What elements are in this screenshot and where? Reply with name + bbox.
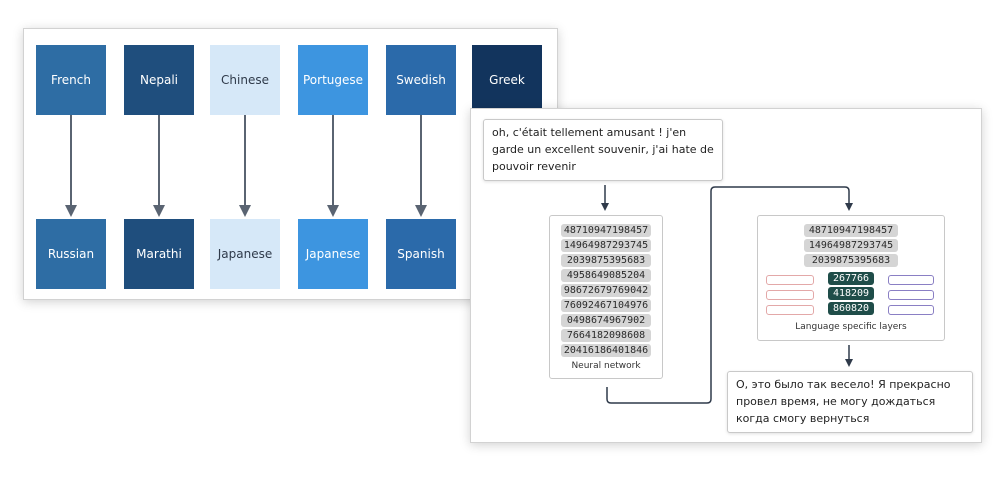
- layer-slot: [766, 290, 814, 300]
- layers-arrowhead-icon: [845, 203, 853, 211]
- target-language-box: Spanish: [386, 219, 456, 289]
- token-pill: 48710947198457: [804, 224, 898, 237]
- layer-slot: [766, 305, 814, 315]
- input-text: oh, c'était tellement amusant ! j'en gar…: [492, 126, 714, 173]
- layer-slot: [766, 275, 814, 285]
- down-arrow-icon: [327, 115, 339, 217]
- token-pill: 98672679769042: [561, 284, 651, 297]
- highlighted-token: 267766: [828, 272, 874, 285]
- layer-slot: [888, 275, 934, 285]
- input-to-network-arrow: [601, 185, 609, 211]
- token-pill: 14964987293745: [561, 239, 651, 252]
- token-pill: 2039875395683: [561, 254, 651, 267]
- highlighted-token: 860820: [828, 302, 874, 315]
- language-layers-caption: Language specific layers: [795, 322, 907, 332]
- translation-pipeline-panel: oh, c'était tellement amusant ! j'en gar…: [470, 108, 982, 443]
- language-pairs-panel: French Russian Nepali Marathi Chinese Ja…: [23, 28, 558, 300]
- source-language-box: Chinese: [210, 45, 280, 115]
- down-arrow-icon: [239, 115, 251, 217]
- output-text-box: О, это было так весело! Я прекрасно пров…: [727, 371, 973, 433]
- output-text: О, это было так весело! Я прекрасно пров…: [736, 378, 951, 425]
- token-pill: 4958649085204: [561, 269, 651, 282]
- language-layers-box: 48710947198457 14964987293745 2039875395…: [757, 215, 945, 341]
- token-pill: 20416186401846: [561, 344, 651, 357]
- layers-to-output-arrow: [845, 345, 853, 367]
- target-language-box: Marathi: [124, 219, 194, 289]
- target-language-box: Japanese: [210, 219, 280, 289]
- down-arrow-icon: [65, 115, 77, 217]
- source-language-box: Greek: [472, 45, 542, 115]
- source-language-box: Nepali: [124, 45, 194, 115]
- target-language-box: Japanese: [298, 219, 368, 289]
- layer-slot: [888, 290, 934, 300]
- source-language-box: Swedish: [386, 45, 456, 115]
- neural-network-box: 48710947198457 14964987293745 2039875395…: [549, 215, 663, 379]
- down-arrow-icon: [415, 115, 427, 217]
- down-arrow-icon: [153, 115, 165, 217]
- source-language-box: Portugese: [298, 45, 368, 115]
- highlighted-token: 418209: [828, 287, 874, 300]
- token-pill: 48710947198457: [561, 224, 651, 237]
- token-pill: 0498674967902: [561, 314, 651, 327]
- layer-slot: [888, 305, 934, 315]
- token-pill: 7664182098608: [561, 329, 651, 342]
- token-pill: 76092467104976: [561, 299, 651, 312]
- token-pill: 14964987293745: [804, 239, 898, 252]
- pipeline-connectors: [601, 185, 853, 404]
- network-to-layers-connector: [606, 186, 850, 404]
- neural-network-caption: Neural network: [571, 361, 641, 371]
- target-language-box: Russian: [36, 219, 106, 289]
- token-pill: 2039875395683: [804, 254, 898, 267]
- source-language-box: French: [36, 45, 106, 115]
- input-text-box: oh, c'était tellement amusant ! j'en gar…: [483, 119, 723, 181]
